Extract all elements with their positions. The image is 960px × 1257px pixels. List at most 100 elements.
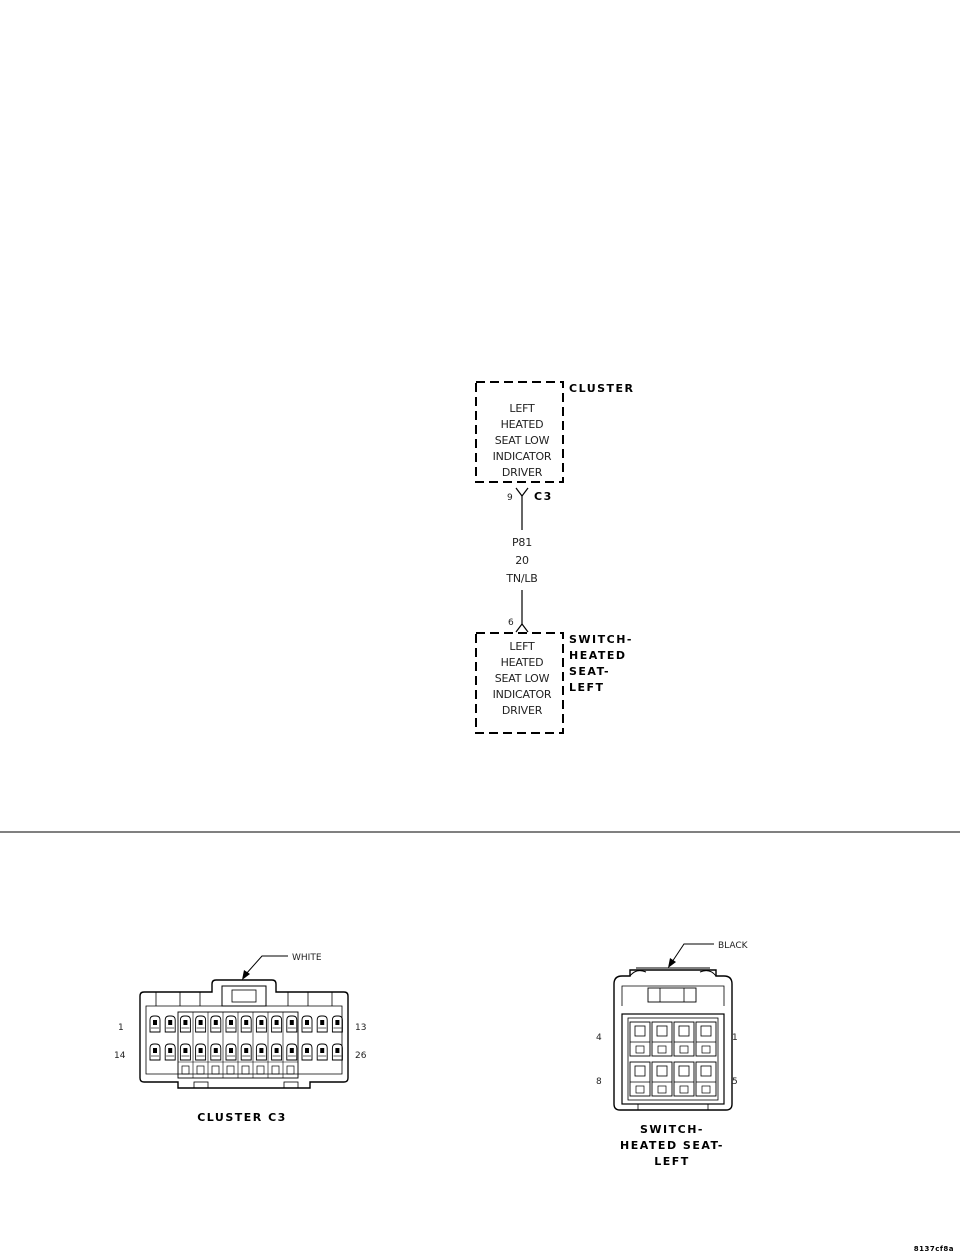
cavity xyxy=(210,1015,222,1033)
cavity xyxy=(149,1015,161,1033)
switch-caption-line: SWITCH- xyxy=(640,1123,704,1136)
cavity xyxy=(210,1043,222,1061)
cluster-label: CLUSTER xyxy=(569,382,635,395)
switch-box-line: LEFT xyxy=(509,640,535,653)
cavity xyxy=(286,1043,298,1061)
cluster-c3-connector: WHITE 1 13 14 26 CLUSTER C3 xyxy=(114,953,367,1124)
connector-c3-pin: 9 xyxy=(507,493,513,503)
cluster-c3-tab xyxy=(283,1081,299,1089)
schematic: CLUSTER LEFT HEATED SEAT LOW INDICATOR D… xyxy=(475,381,635,734)
reference-id: 8137cf8a xyxy=(914,1245,954,1253)
switch-box-line: INDICATOR xyxy=(493,688,552,701)
switch-cavities xyxy=(629,1021,717,1097)
switch-box-line: SEAT LOW xyxy=(495,672,550,685)
cluster-box-line: SEAT LOW xyxy=(495,434,550,447)
cluster-c3-leader xyxy=(245,955,288,975)
switch-pin-label: 8 xyxy=(596,1077,602,1087)
cavity xyxy=(225,1015,237,1033)
cavity xyxy=(651,1021,673,1057)
cluster-box-line: LEFT xyxy=(509,402,535,415)
switch-label-line: SEAT- xyxy=(569,665,610,678)
cavity xyxy=(673,1021,695,1057)
cluster-c3-color-label: WHITE xyxy=(292,953,322,963)
cavity xyxy=(271,1043,283,1061)
cluster-c3-pin-label: 1 xyxy=(118,1023,124,1033)
cluster-c3-pin-label: 14 xyxy=(114,1051,126,1061)
switch-label-line: LEFT xyxy=(569,681,605,694)
switch-box xyxy=(475,632,564,734)
connector-bottom-symbol xyxy=(515,623,529,633)
cluster-c3-housing xyxy=(139,979,349,1089)
cluster-c3-tab xyxy=(193,1081,209,1089)
cluster-c3-cavities xyxy=(149,1011,343,1079)
switch-pin-label: 4 xyxy=(596,1033,602,1043)
cavity xyxy=(179,1015,191,1033)
cluster-c3-pin-label: 13 xyxy=(355,1023,366,1033)
wire-gauge: 20 xyxy=(515,554,529,567)
cavity xyxy=(255,1015,267,1033)
switch-box-line: DRIVER xyxy=(502,704,543,717)
cluster-c3-latch xyxy=(221,985,267,1007)
switch-inner-frame xyxy=(627,1017,719,1101)
cavity xyxy=(225,1043,237,1061)
cavity xyxy=(195,1043,207,1061)
cavity xyxy=(695,1021,717,1057)
cluster-box-line: INDICATOR xyxy=(493,450,552,463)
cavity xyxy=(240,1015,252,1033)
cavity xyxy=(164,1015,176,1033)
connector-c3-name: C3 xyxy=(534,490,553,503)
switch-arch xyxy=(629,970,647,977)
switch-connector: BLACK 4 1 8 5 SWITCH- HEATED SEAT- LEFT xyxy=(596,941,749,1168)
cluster-c3-ribs xyxy=(155,992,333,1006)
cavity xyxy=(331,1043,343,1061)
connector-bottom-pin: 6 xyxy=(508,618,514,628)
cavity xyxy=(164,1043,176,1061)
switch-box-text: LEFT HEATED SEAT LOW INDICATOR DRIVER xyxy=(493,640,553,717)
switch-latch xyxy=(647,987,697,1003)
cavity xyxy=(255,1043,267,1061)
switch-pin-label: 1 xyxy=(732,1033,738,1043)
cluster-c3-latch-inner xyxy=(231,989,257,1003)
cluster-c3-pin-label: 26 xyxy=(355,1051,367,1061)
cluster-box-line: DRIVER xyxy=(502,466,543,479)
wire-color: TN/LB xyxy=(505,572,537,585)
switch-shoulder xyxy=(621,985,725,1006)
cavity xyxy=(271,1015,283,1033)
cavity xyxy=(149,1043,161,1061)
cavity xyxy=(316,1015,328,1033)
cluster-c3-caption: CLUSTER C3 xyxy=(197,1111,287,1124)
cavity-block xyxy=(177,1011,299,1079)
switch-label-line: SWITCH- xyxy=(569,633,633,646)
cavity xyxy=(651,1061,673,1097)
cavity xyxy=(301,1015,313,1033)
cavity xyxy=(179,1043,191,1061)
cluster-box-line: HEATED xyxy=(501,418,544,431)
switch-arrowhead xyxy=(668,958,676,968)
cluster-c3-inner-outline xyxy=(145,1005,343,1075)
cavity xyxy=(629,1021,651,1057)
cavity xyxy=(673,1061,695,1097)
switch-label: SWITCH- HEATED SEAT- LEFT xyxy=(569,633,633,694)
switch-pin-label: 5 xyxy=(732,1077,738,1087)
cavity xyxy=(629,1061,651,1097)
cluster-c3-arrowhead xyxy=(242,970,250,980)
cavity xyxy=(331,1015,343,1033)
cluster-box-text: LEFT HEATED SEAT LOW INDICATOR DRIVER xyxy=(493,402,553,479)
connector-c3-symbol xyxy=(515,487,529,497)
cluster-box xyxy=(475,381,564,483)
switch-color-label: BLACK xyxy=(718,941,749,951)
switch-caption-line: HEATED SEAT- xyxy=(620,1139,724,1152)
switch-caption-line: LEFT xyxy=(654,1155,690,1168)
wire-circuit: P81 xyxy=(512,536,532,549)
cavity xyxy=(316,1043,328,1061)
switch-label-line: HEATED xyxy=(569,649,627,662)
cavity xyxy=(240,1043,252,1061)
cavity xyxy=(301,1043,313,1061)
cavity xyxy=(286,1015,298,1033)
switch-inner-body xyxy=(621,1013,725,1105)
switch-housing xyxy=(613,969,733,1111)
switch-box-line: HEATED xyxy=(501,656,544,669)
switch-leader xyxy=(671,943,714,963)
switch-arch xyxy=(699,970,717,977)
